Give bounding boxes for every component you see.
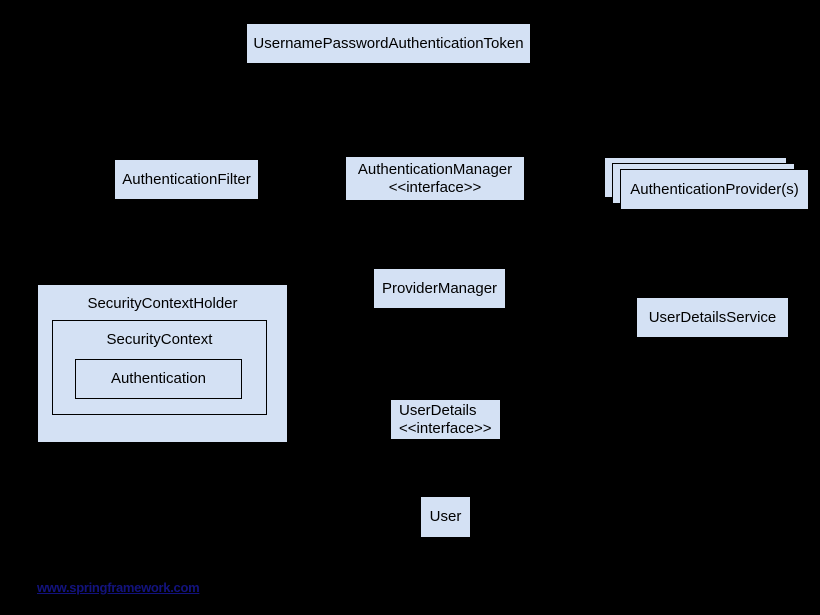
node-username-password-authentication-token[interactable]: UsernamePasswordAuthenticationToken xyxy=(246,23,531,64)
node-authentication-manager[interactable]: AuthenticationManager <<interface>> xyxy=(345,156,525,201)
node-user-details-service[interactable]: UserDetailsService xyxy=(636,297,789,338)
node-user-details[interactable]: UserDetails <<interface>> xyxy=(390,399,501,440)
node-provider-manager[interactable]: ProviderManager xyxy=(373,268,506,309)
node-authentication-provider-stack[interactable]: AuthenticationProvider(s) xyxy=(604,157,809,212)
node-authentication[interactable]: Authentication xyxy=(75,359,242,399)
node-authentication-provider[interactable]: AuthenticationProvider(s) xyxy=(620,169,809,210)
footer-watermark-link[interactable]: www.springframework.com xyxy=(37,580,200,595)
node-authentication-filter[interactable]: AuthenticationFilter xyxy=(114,159,259,200)
node-user[interactable]: User xyxy=(420,496,471,538)
